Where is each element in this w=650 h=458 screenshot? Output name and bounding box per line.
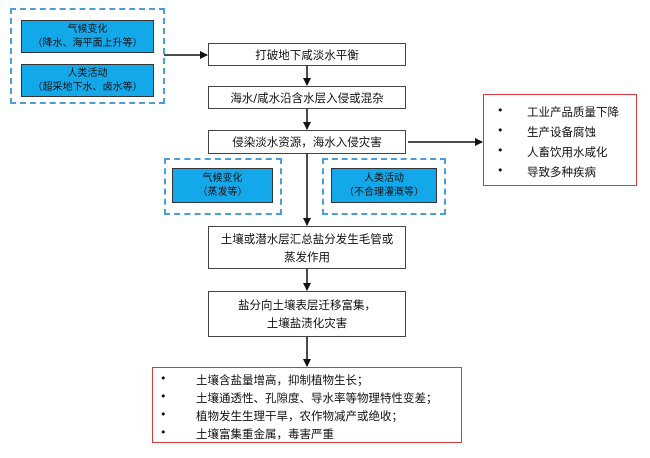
- cause-detail: （超采地下水、卤水等）: [32, 81, 143, 93]
- step-soil-salinization: 盐分向土壤表层迁移富集， 土壤盐渍化灾害: [208, 291, 406, 337]
- impact-item: • 生产设备腐蚀: [497, 124, 636, 144]
- step-text: 土壤或潜水层汇总盐分发生毛管或: [220, 231, 394, 246]
- impact-text: 土壤富集重金属，毒害严重: [196, 427, 334, 441]
- mid-cause-climate-group: [164, 158, 282, 215]
- cause-title: 气候变化: [67, 23, 108, 35]
- step-seawater-intrusion: 海水/咸水沿含水层入侵或混杂: [208, 86, 406, 109]
- step-text: 土壤盐渍化灾害: [266, 316, 348, 330]
- bullet-icon: •: [160, 372, 167, 385]
- cause-evaporation: 气候变化 （蒸发等）: [172, 168, 273, 203]
- impact-item: • 土壤通透性、孔隙度、导水率等物理特性变差；: [160, 390, 461, 408]
- impact-text: 植物发生生理干旱，农作物减产或绝收；: [196, 409, 403, 423]
- impact-text: 土壤通透性、孔隙度、导水率等物理特性变差；: [196, 391, 438, 405]
- step-capillary-evaporation: 土壤或潜水层汇总盐分发生毛管或 蒸发作用: [208, 226, 406, 269]
- impact-item: • 土壤富集重金属，毒害严重: [160, 426, 461, 444]
- impact-text: 导致多种疾病: [527, 165, 596, 179]
- step-break-balance: 打破地下咸淡水平衡: [208, 43, 406, 66]
- impact-item: • 植物发生生理干旱，农作物减产或绝收；: [160, 408, 461, 426]
- bullet-icon: •: [160, 408, 167, 421]
- impact-text: 工业产品质量下降: [527, 105, 619, 119]
- step-freshwater-contamination: 侵染淡水资源，海水入侵灾害: [208, 130, 406, 154]
- bullet-icon: •: [497, 164, 504, 177]
- bullet-icon: •: [497, 124, 504, 137]
- cause-human-activity: 人类活动 （超采地下水、卤水等）: [21, 64, 154, 97]
- cause-title: 气候变化: [202, 172, 243, 184]
- cause-title: 人类活动: [364, 172, 404, 184]
- bullet-icon: •: [497, 104, 504, 117]
- cause-climate-change: 气候变化 （降水、海平面上升等）: [21, 20, 154, 53]
- cause-detail: （不合理灌溉等）: [344, 186, 424, 198]
- cause-irrigation: 人类活动 （不合理灌溉等）: [331, 168, 437, 203]
- impact-item: • 土壤含盐量增高，抑制植物生长；: [160, 372, 461, 390]
- seawater-impacts-box: • 工业产品质量下降 • 生产设备腐蚀 • 人畜饮用水咸化 • 导致多种疾病: [483, 94, 637, 186]
- step-text: 侵染淡水资源，海水入侵灾害: [232, 135, 382, 149]
- mid-cause-human-group: [322, 158, 446, 215]
- cause-title: 人类活动: [67, 67, 108, 79]
- impact-item: • 人畜饮用水咸化: [497, 144, 636, 164]
- impact-text: 人畜饮用水咸化: [527, 145, 608, 159]
- bullet-icon: •: [160, 390, 167, 403]
- cause-detail: （降水、海平面上升等）: [32, 37, 143, 49]
- impact-item: • 工业产品质量下降: [497, 104, 636, 124]
- step-text: 蒸发作用: [284, 249, 330, 264]
- cause-detail: （蒸发等）: [197, 186, 248, 198]
- bullet-icon: •: [497, 144, 504, 157]
- bullet-icon: •: [160, 426, 167, 439]
- impact-item: • 导致多种疾病: [497, 164, 636, 184]
- step-text: 盐分向土壤表层迁移富集，: [238, 298, 376, 312]
- step-text: 海水/咸水沿含水层入侵或混杂: [230, 90, 384, 105]
- top-causes-group: [10, 8, 165, 104]
- step-text: 打破地下咸淡水平衡: [255, 47, 359, 62]
- soil-impacts-box: •土壤含盐量增高，抑制植物生长； •土壤通透性、孔隙度、导水率等物理特性变差； …: [152, 367, 462, 443]
- impact-text: 生产设备腐蚀: [527, 125, 596, 139]
- impact-text: 土壤含盐量增高，抑制植物生长；: [196, 373, 369, 387]
